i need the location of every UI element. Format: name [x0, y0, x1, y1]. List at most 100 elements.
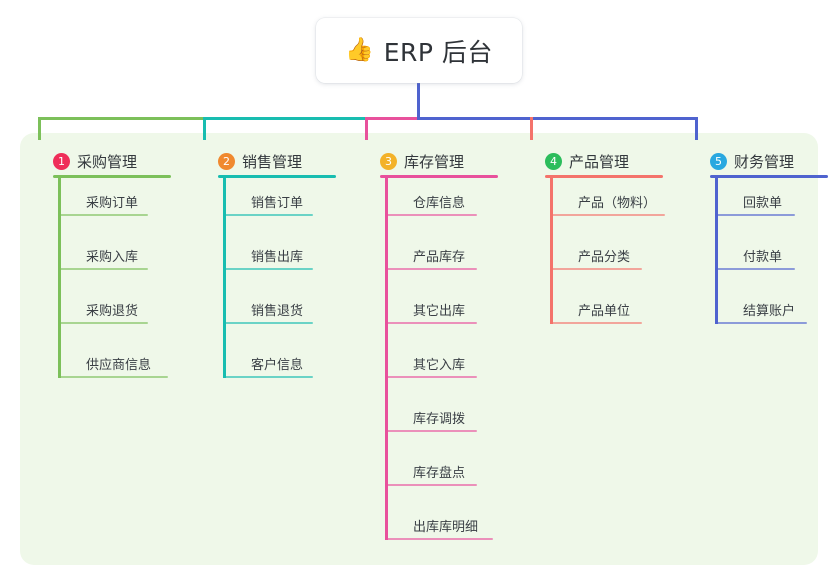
branch-column-1: 1 采购管理采购订单采购入库采购退货供应商信息: [33, 145, 171, 378]
connector-drop: [365, 117, 368, 140]
root-node-content: 👍 ERP 后台: [345, 33, 493, 69]
branch-number-badge: 1: [53, 152, 70, 170]
branch-item[interactable]: 采购入库: [58, 244, 154, 270]
branch-item-underline: [58, 322, 148, 324]
connector-bar-segment: [530, 117, 696, 120]
branch-spine: [385, 178, 388, 540]
branch-item[interactable]: 客户信息: [223, 352, 319, 378]
branch-item-label: 产品（物料）: [578, 196, 657, 211]
branch-number-badge: 4: [545, 152, 562, 170]
branch-item-underline: [223, 376, 313, 378]
connector-bar-segment: [365, 117, 417, 120]
branch-item-label: 采购订单: [86, 196, 139, 211]
connector-drop: [38, 117, 41, 140]
branch-item[interactable]: 库存盘点: [385, 460, 483, 486]
branch-title: 财务管理: [734, 152, 795, 171]
connector-bar-segment: [38, 117, 204, 120]
branch-item-underline: [385, 430, 477, 432]
branch-spine: [550, 178, 553, 324]
branch-header-2[interactable]: 2 销售管理: [198, 145, 302, 177]
branch-item-label: 产品库存: [413, 250, 466, 265]
branch-item-underline: [385, 376, 477, 378]
connector-drop: [203, 117, 206, 140]
branch-item-label: 仓库信息: [413, 196, 466, 211]
branch-item-label: 采购退货: [86, 304, 139, 319]
connector-drop: [695, 117, 698, 140]
branch-item-label: 产品分类: [578, 250, 631, 265]
branch-item[interactable]: 库存调拨: [385, 406, 483, 432]
branch-item[interactable]: 其它入库: [385, 352, 483, 378]
branch-item-label: 销售订单: [251, 196, 304, 211]
branch-item[interactable]: 出库库明细: [385, 514, 499, 540]
branch-item-label: 其它出库: [413, 304, 466, 319]
branch-item-underline: [550, 322, 642, 324]
branch-number-badge: 5: [710, 152, 727, 170]
branch-title: 采购管理: [77, 152, 138, 171]
root-node[interactable]: 👍 ERP 后台: [316, 18, 522, 83]
branch-column-2: 2 销售管理销售订单销售出库销售退货客户信息: [198, 145, 336, 378]
branch-item[interactable]: 产品分类: [550, 244, 648, 270]
branch-header-1[interactable]: 1 采购管理: [33, 145, 137, 177]
branch-item-label: 销售退货: [251, 304, 304, 319]
branch-item[interactable]: 产品库存: [385, 244, 483, 270]
branch-item-underline: [58, 268, 148, 270]
connector-drop: [530, 117, 533, 140]
branch-item-underline: [58, 376, 168, 378]
branch-item[interactable]: 产品单位: [550, 298, 648, 324]
branch-item-label: 供应商信息: [86, 358, 152, 373]
root-title: ERP 后台: [383, 37, 493, 67]
branch-item-underline: [385, 322, 477, 324]
branch-item[interactable]: 付款单: [715, 244, 801, 270]
branch-item-label: 回款单: [743, 196, 783, 211]
branch-spine: [58, 178, 61, 378]
branch-item-label: 库存盘点: [413, 466, 466, 481]
branch-item[interactable]: 结算账户: [715, 298, 813, 324]
branch-item[interactable]: 产品（物料）: [550, 190, 671, 216]
branch-item[interactable]: 销售退货: [223, 298, 319, 324]
branch-item-underline: [385, 214, 477, 216]
branch-item[interactable]: 销售出库: [223, 244, 319, 270]
branch-item-label: 产品单位: [578, 304, 631, 319]
branch-item-underline: [385, 268, 477, 270]
branch-number-badge: 2: [218, 152, 235, 170]
branch-spine: [223, 178, 226, 378]
branch-item-label: 采购入库: [86, 250, 139, 265]
branch-column-5: 5 财务管理回款单付款单结算账户: [690, 145, 828, 324]
branch-item-underline: [58, 214, 148, 216]
branch-item[interactable]: 供应商信息: [58, 352, 174, 378]
branch-header-5[interactable]: 5 财务管理: [690, 145, 794, 177]
branch-item-label: 出库库明细: [413, 520, 479, 535]
branch-item-underline: [715, 322, 807, 324]
branch-title: 销售管理: [242, 152, 303, 171]
connector-bar-segment: [417, 117, 530, 120]
branch-number-badge: 3: [380, 152, 397, 170]
branch-column-3: 3 库存管理仓库信息产品库存其它出库其它入库库存调拨库存盘点出库库明细: [360, 145, 498, 540]
branch-item-label: 结算账户: [743, 304, 796, 319]
thumbs-up-icon: 👍: [345, 37, 374, 63]
branch-item-label: 付款单: [743, 250, 783, 265]
branch-item[interactable]: 其它出库: [385, 298, 483, 324]
branch-item-underline: [550, 214, 665, 216]
branch-item-underline: [223, 214, 313, 216]
branch-title: 库存管理: [404, 152, 465, 171]
branch-item-underline: [223, 322, 313, 324]
branch-item[interactable]: 采购订单: [58, 190, 154, 216]
branch-item-label: 库存调拨: [413, 412, 466, 427]
branch-underline: [545, 175, 663, 178]
branch-item[interactable]: 仓库信息: [385, 190, 483, 216]
branch-item[interactable]: 采购退货: [58, 298, 154, 324]
branch-item-underline: [385, 538, 493, 540]
root-stem: [417, 83, 420, 120]
connector-bar-segment: [203, 117, 366, 120]
branch-header-3[interactable]: 3 库存管理: [360, 145, 464, 177]
branch-item-underline: [223, 268, 313, 270]
branch-item-underline: [715, 268, 795, 270]
branch-item[interactable]: 回款单: [715, 190, 801, 216]
branch-underline: [218, 175, 336, 178]
branch-item-label: 销售出库: [251, 250, 304, 265]
branch-spine: [715, 178, 718, 324]
branch-item[interactable]: 销售订单: [223, 190, 319, 216]
